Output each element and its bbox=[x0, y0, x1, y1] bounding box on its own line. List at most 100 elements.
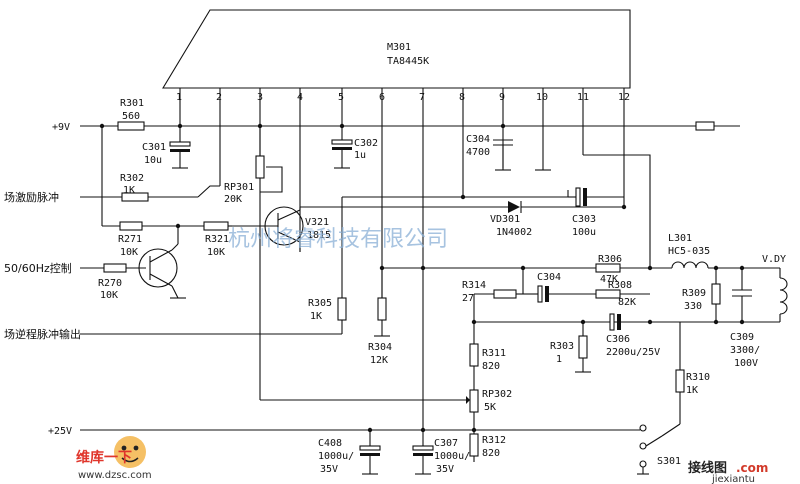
r310-name: R310 bbox=[686, 372, 710, 383]
label-flyback-out: 场逆程脉冲输出 bbox=[4, 327, 81, 341]
r303: R303 1 bbox=[550, 322, 591, 373]
r312-name: R312 bbox=[482, 435, 506, 446]
r314-name: R314 bbox=[462, 280, 486, 291]
r301-name: R301 bbox=[120, 98, 144, 109]
watermark: 杭州将睿科技有限公司 bbox=[228, 227, 448, 252]
c408-value-2: 35V bbox=[320, 464, 338, 475]
r308-name: R308 bbox=[608, 280, 632, 291]
pin-8: 8 bbox=[459, 92, 465, 103]
r311-name: R311 bbox=[482, 348, 506, 359]
r312-value: 820 bbox=[482, 448, 500, 459]
pin-9: 9 bbox=[499, 92, 505, 103]
r309-value: 330 bbox=[684, 301, 702, 312]
c303-name: C303 bbox=[572, 214, 596, 225]
r305-value: 1K bbox=[310, 311, 322, 322]
r303-value: 1 bbox=[556, 354, 562, 365]
drive-pulse-input: 场激励脉冲 R302 1K bbox=[4, 173, 220, 204]
r301-value: 560 bbox=[122, 111, 140, 122]
c309-value-1: 3300/ bbox=[730, 345, 760, 356]
ic-pin-legs bbox=[179, 88, 625, 434]
r271-value: 10K bbox=[120, 247, 138, 258]
r309-c309: R309 330 C309 3300/ 100V bbox=[682, 268, 760, 369]
r309-name: R309 bbox=[682, 288, 706, 299]
r270-name: R270 bbox=[98, 278, 122, 289]
label-25v: +25V bbox=[48, 426, 72, 437]
r310-s301: R310 1K S301 bbox=[637, 322, 710, 475]
r306-name: R306 bbox=[598, 254, 622, 265]
c301: C301 10u bbox=[142, 126, 191, 169]
c307-value-2: 35V bbox=[436, 464, 454, 475]
rp302-name: RP302 bbox=[482, 389, 512, 400]
r314-value: 27 bbox=[462, 293, 474, 304]
c306: C306 2200u/25V bbox=[583, 313, 660, 358]
c302-value: 1u bbox=[354, 150, 366, 161]
pin-10: 10 bbox=[536, 92, 548, 103]
c304a: C304 4700 bbox=[466, 134, 551, 171]
c306-name: C306 bbox=[606, 334, 630, 345]
r305-flyback: 场逆程脉冲输出 R305 1K bbox=[4, 297, 347, 341]
logo-right: 接线图 .com jiexiantu bbox=[688, 460, 768, 484]
logo-right-suffix: .com bbox=[736, 461, 768, 475]
pin-5: 5 bbox=[338, 92, 344, 103]
c309-value-2: 100V bbox=[734, 358, 758, 369]
vd301-c303: C303 100u bbox=[341, 187, 624, 298]
r304-value: 12K bbox=[370, 355, 388, 366]
s301-label: S301 bbox=[657, 456, 681, 467]
r302-name: R302 bbox=[120, 173, 144, 184]
r321-name: R321 bbox=[205, 234, 229, 245]
r314-c304b-r308: R314 27 C304 R308 82K bbox=[462, 268, 650, 308]
ic-part: TA8445K bbox=[387, 56, 429, 67]
c304a-value: 4700 bbox=[466, 147, 490, 158]
r271-r321: R271 10K R321 10K bbox=[101, 126, 232, 258]
mode-control: 50/60Hz控制 R270 10K bbox=[4, 243, 186, 301]
label-drive-pulse: 场激励脉冲 bbox=[4, 190, 59, 204]
vdy-label: V.DY bbox=[762, 254, 786, 265]
rp301-name: RP301 bbox=[224, 182, 254, 193]
logo-right-title: 接线图 bbox=[688, 460, 727, 476]
pin11-wire bbox=[583, 154, 651, 268]
r271-name: R271 bbox=[118, 234, 142, 245]
r308-value: 82K bbox=[618, 297, 636, 308]
rail-25v: +25V C408 1000u/ 35V C307 1000u/ 35V bbox=[48, 426, 640, 475]
c307-value-1: 1000u/ bbox=[434, 451, 470, 462]
vd301-value: 1N4002 bbox=[496, 227, 532, 238]
c306-value: 2200u/25V bbox=[606, 347, 660, 358]
logo-left-title: 维库一下 bbox=[76, 449, 132, 466]
rail-9v: +9V R301 560 bbox=[52, 98, 740, 133]
c301-value: 10u bbox=[144, 155, 162, 166]
c304a-name: C304 bbox=[466, 134, 490, 145]
vd301: VD301 1N4002 bbox=[299, 201, 627, 252]
mascot-icon bbox=[114, 436, 146, 468]
c303-value: 100u bbox=[572, 227, 596, 238]
c408-value-1: 1000u/ bbox=[318, 451, 354, 462]
pin-2: 2 bbox=[216, 92, 222, 103]
r321-value: 10K bbox=[207, 247, 225, 258]
c307-name: C307 bbox=[434, 438, 458, 449]
c408-name: C408 bbox=[318, 438, 342, 449]
r305-name: R305 bbox=[308, 298, 332, 309]
logo-right-url: jiexiantu bbox=[711, 474, 755, 484]
c304b-name: C304 bbox=[537, 272, 561, 283]
c302: C302 1u bbox=[331, 138, 378, 169]
r310-value: 1K bbox=[686, 385, 698, 396]
rp301-value: 20K bbox=[224, 194, 242, 205]
v321-name: V321 bbox=[305, 217, 329, 228]
logo-left: 维库一下 www.dzsc.com bbox=[76, 436, 152, 481]
r302-value: 1K bbox=[123, 185, 135, 196]
l301-name: L301 bbox=[668, 233, 692, 244]
r306-value: 47K bbox=[600, 274, 618, 285]
v321: V321 1815 bbox=[230, 192, 331, 252]
vd301-name: VD301 bbox=[490, 214, 520, 225]
ic-m301: M301 TA8445K 1 2 3 4 5 6 7 8 9 10 11 12 bbox=[162, 9, 631, 103]
r303-name: R303 bbox=[550, 341, 574, 352]
rp301: RP301 20K bbox=[224, 126, 283, 205]
r311-value: 820 bbox=[482, 361, 500, 372]
r304-name: R304 bbox=[368, 342, 392, 353]
logo-left-url: www.dzsc.com bbox=[78, 470, 152, 481]
r270-value: 10K bbox=[100, 290, 118, 301]
r304: R304 12K bbox=[368, 265, 392, 366]
c302-name: C302 bbox=[354, 138, 378, 149]
pin-7: 7 bbox=[419, 92, 425, 103]
r311-rp302-r312: R311 820 RP302 5K R312 820 bbox=[260, 322, 512, 462]
